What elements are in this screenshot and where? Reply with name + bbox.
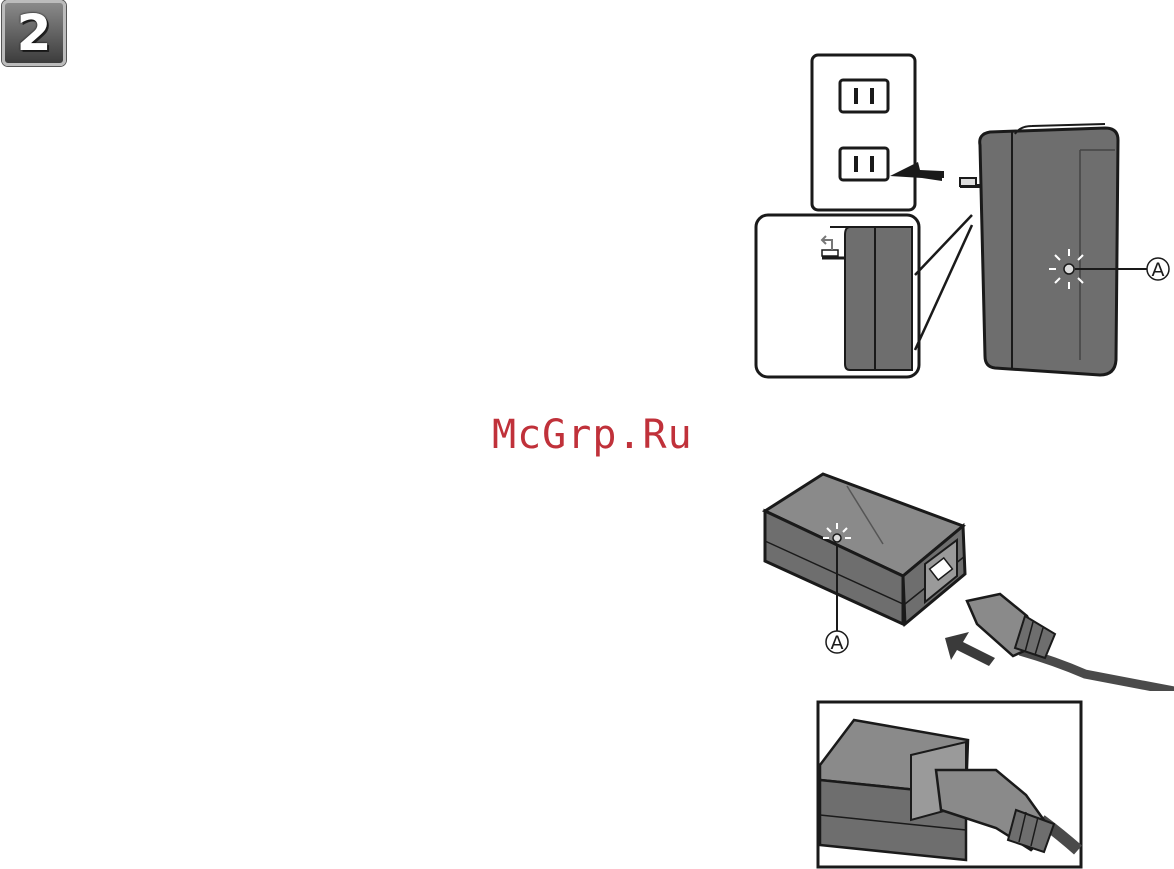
cord-connected-detail [816,700,1083,869]
insert-arrow-icon [945,632,995,666]
ac-cord-plug [967,594,1174,691]
wall-charger-illustration: A [750,50,1174,385]
watermark: McGrp.Ru [492,412,693,458]
step-number-badge: 2 [2,0,66,66]
desktop-charger [765,474,965,624]
callout-a-label: A [1152,259,1165,281]
plug-in-charger [960,124,1118,375]
step-number: 2 [17,8,52,58]
wall-outlet [812,55,915,210]
callout-a-marker: A [1147,258,1169,281]
callout-a-label: A [831,632,844,654]
desktop-charger-illustration: A [755,466,1174,691]
plug-detail-inset [756,215,972,377]
callout-a-marker: A [826,631,848,654]
